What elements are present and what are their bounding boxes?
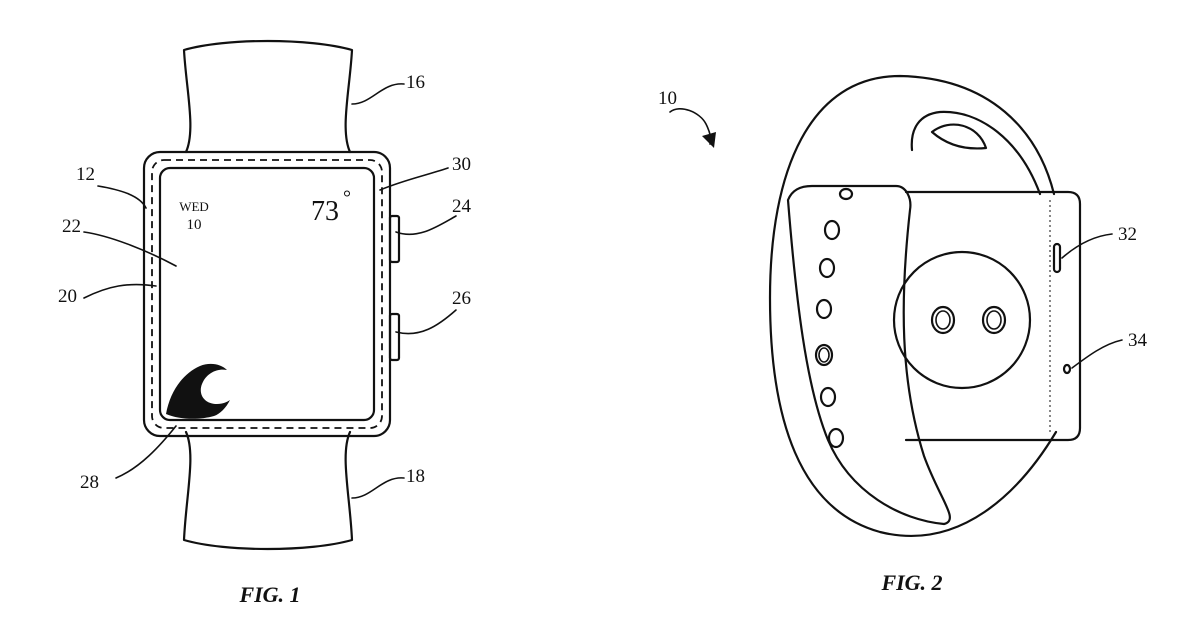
fig1-watch-front-view: WED 10 73 ° 16 18 12 22 20 30 24 26 28 F… <box>58 39 472 607</box>
fig2-caption: FIG. 2 <box>880 570 942 595</box>
wave-icon <box>166 363 230 419</box>
sensor-window-left-inner <box>935 310 951 330</box>
screen-date: 10 <box>187 217 202 233</box>
display-outline <box>158 166 376 422</box>
band-outer-loop <box>768 74 1058 538</box>
bottom-band <box>182 430 354 551</box>
ref-26: 26 <box>452 288 471 309</box>
ref-10-arrowhead <box>702 132 716 148</box>
ref-22: 22 <box>62 216 81 237</box>
band-slot <box>930 123 988 150</box>
sensor-window-right <box>981 305 1007 335</box>
ref-34: 34 <box>1128 330 1148 351</box>
dashed-border <box>151 159 383 429</box>
screen-temperature: 73 <box>311 196 339 227</box>
sensor-window-left <box>930 305 956 335</box>
ref-28: 28 <box>80 472 99 493</box>
fig2-watch-back-view: 10 32 34 FIG. 2 <box>658 74 1148 595</box>
rear-housing <box>904 190 1082 442</box>
screen-day: WED <box>179 199 209 214</box>
housing-outline <box>142 150 392 438</box>
ref-16: 16 <box>406 72 425 93</box>
ref-20: 20 <box>58 286 77 307</box>
ref-12: 12 <box>76 164 95 185</box>
ref-10: 10 <box>658 88 677 109</box>
microphone-hole <box>1062 363 1072 375</box>
speaker-slot <box>1052 242 1062 274</box>
strap-holes <box>814 187 854 449</box>
top-band <box>182 39 354 154</box>
sensor-window-right-inner <box>986 310 1002 330</box>
sensor-dome <box>892 250 1032 390</box>
ref-18: 18 <box>406 466 425 487</box>
ref-24: 24 <box>452 196 472 217</box>
screen-degree-symbol: ° <box>343 187 351 209</box>
ref-32: 32 <box>1118 224 1137 245</box>
side-button <box>388 312 401 362</box>
ref-30: 30 <box>452 154 471 175</box>
pin-strap <box>786 184 951 526</box>
fig1-caption: FIG. 1 <box>238 582 300 607</box>
digital-crown <box>388 214 401 264</box>
band-inner-edge <box>910 110 1042 196</box>
